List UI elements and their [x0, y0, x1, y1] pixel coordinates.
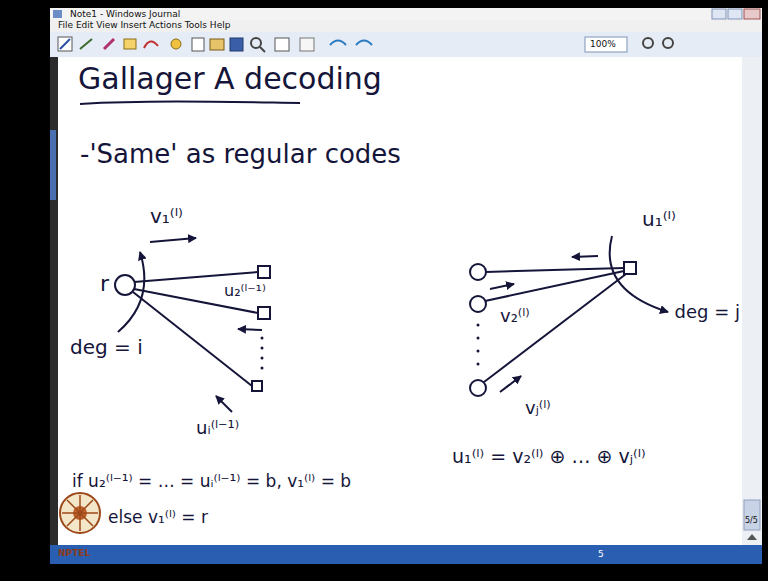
nptel-logo — [60, 493, 100, 533]
message-label: u₂⁽ˡ⁻¹⁾ — [224, 282, 266, 300]
app-icon — [53, 10, 62, 18]
variable-node — [470, 264, 486, 280]
graph-edge — [134, 272, 258, 282]
side-tab — [50, 130, 56, 200]
check-node-graph — [470, 236, 668, 396]
find-icon — [251, 38, 261, 48]
find-handle — [260, 47, 265, 52]
zoom-out-icon — [663, 38, 673, 48]
message-arrow — [150, 238, 196, 242]
message-label: vⱼ⁽ˡ⁾ — [525, 398, 551, 419]
dot — [477, 350, 480, 353]
undo-icon — [330, 41, 346, 46]
message-label: u₁⁽ˡ⁾ — [642, 208, 676, 231]
toolbar-icon — [171, 39, 181, 49]
message-arrow — [572, 256, 598, 257]
zoom-in-icon — [643, 38, 653, 48]
variable-node-graph — [115, 238, 270, 412]
message-label: uᵢ⁽ˡ⁻¹⁾ — [196, 418, 239, 439]
dot — [477, 324, 480, 327]
message-arrow — [216, 396, 232, 412]
message-arrow — [238, 329, 262, 330]
variable-node — [470, 296, 486, 312]
page-counter: 5/5 — [745, 516, 758, 525]
close-button — [744, 9, 760, 19]
page-title: Gallager A decoding — [78, 62, 382, 97]
window-title: Note1 - Windows Journal — [70, 9, 180, 19]
status-text: 5 — [598, 549, 604, 559]
zoom-box — [585, 37, 627, 52]
dot — [477, 363, 480, 366]
toolbar-icons — [58, 37, 673, 52]
open-icon — [210, 39, 224, 50]
graph-edge — [486, 268, 624, 272]
view-icon — [300, 38, 314, 51]
maximize-button — [728, 9, 742, 19]
update-rule: if u₂⁽ˡ⁻¹⁾ = … = uᵢ⁽ˡ⁻¹⁾ = b, v₁⁽ˡ⁾ = b — [72, 472, 351, 492]
graph-edge — [484, 274, 626, 382]
subtitle-note: -'Same' as regular codes — [80, 140, 401, 170]
note-page — [58, 57, 742, 545]
title-bar — [50, 8, 762, 20]
minimize-button — [712, 9, 726, 19]
scroll-bar — [742, 57, 762, 545]
scroll-thumb — [744, 500, 760, 530]
logo-ring — [60, 493, 100, 533]
pencil-icon — [80, 39, 92, 49]
toolbar — [50, 32, 762, 57]
degree-arrow — [118, 252, 144, 332]
pen-icon — [58, 37, 72, 51]
ellipsis-dots — [261, 337, 264, 370]
left-edge — [50, 57, 58, 545]
update-rule: else v₁⁽ˡ⁾ = r — [108, 508, 208, 528]
graph-edge — [485, 271, 624, 301]
title-underline — [80, 102, 300, 104]
variable-node — [115, 275, 135, 295]
graph-edge — [133, 292, 252, 386]
logo-text: NPTEL — [58, 548, 90, 558]
highlighter-icon — [104, 39, 114, 49]
message-arrow — [490, 284, 514, 289]
eraser-icon — [124, 39, 136, 49]
check-node — [624, 262, 636, 274]
dot — [261, 337, 264, 340]
redo-icon — [356, 41, 372, 46]
insert-icon — [275, 38, 289, 51]
dot — [261, 347, 264, 350]
dot — [261, 367, 264, 370]
check-node — [252, 381, 262, 391]
scroll-arrow — [747, 534, 757, 540]
message-label: v₂⁽ˡ⁾ — [500, 306, 530, 327]
degree-label: deg = i — [70, 336, 143, 359]
message-label: v₁⁽ˡ⁾ — [150, 205, 183, 228]
check-node — [258, 266, 270, 278]
logo-spokes — [62, 495, 98, 531]
variable-node — [470, 380, 486, 396]
menu-bar — [50, 20, 762, 32]
ellipsis-dots — [477, 324, 480, 366]
zoom-level: 100% — [590, 39, 616, 49]
channel-value: r — [100, 271, 109, 296]
degree-arrow — [610, 236, 668, 312]
update-rule: u₁⁽ˡ⁾ = v₂⁽ˡ⁾ ⊕ … ⊕ vⱼ⁽ˡ⁾ — [452, 446, 646, 468]
pen-stroke — [60, 39, 70, 49]
save-icon — [230, 38, 243, 51]
lasso-icon — [144, 41, 158, 48]
message-arrow — [500, 376, 521, 392]
new-icon — [192, 38, 204, 51]
dot — [477, 337, 480, 340]
status-bar — [50, 545, 762, 564]
check-node — [258, 307, 270, 319]
menu-bar-items: File Edit View Insert Actions Tools Help — [58, 20, 230, 30]
degree-label: deg = j — [675, 302, 740, 323]
dot — [261, 357, 264, 360]
